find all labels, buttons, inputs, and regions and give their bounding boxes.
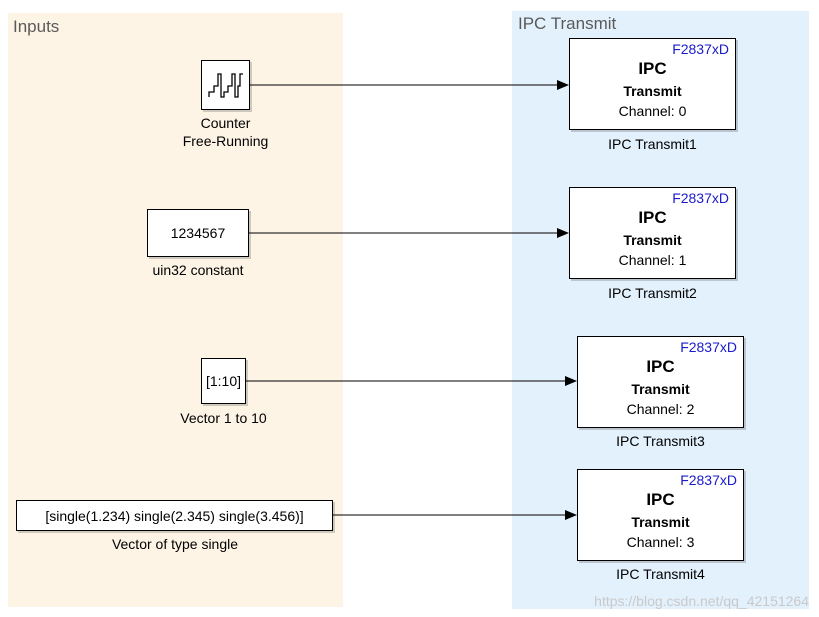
ipc-transmit1-channel: Channel: 0 xyxy=(618,103,687,119)
ipc-transmit4-block[interactable]: F2837xD IPC Transmit Channel: 3 xyxy=(577,469,744,561)
ipc-transmit4-channel: Channel: 3 xyxy=(626,534,695,550)
inputs-area-title: Inputs xyxy=(13,17,60,36)
ipc-transmit2-title: IPC xyxy=(638,208,667,227)
ipc-transmit2-target: F2837xD xyxy=(672,190,729,206)
ipc-transmit1-title: IPC xyxy=(638,59,667,78)
vector-single-block[interactable]: [single(1.234) single(2.345) single(3.45… xyxy=(16,500,333,531)
staircase-counter-icon xyxy=(208,73,243,98)
ipc-transmit3-caption: IPC Transmit3 xyxy=(616,433,705,449)
uint32-constant-block[interactable]: 1234567 xyxy=(147,209,249,257)
vector-single-value: [single(1.234) single(2.345) single(3.45… xyxy=(45,507,304,524)
counter-caption-line2: Free-Running xyxy=(182,133,269,149)
ipc-transmit1-block[interactable]: F2837xD IPC Transmit Channel: 0 xyxy=(569,38,736,130)
ipc-transmit2-caption: IPC Transmit2 xyxy=(608,285,697,301)
vector-1-to-10-block[interactable]: [1:10] xyxy=(201,358,246,404)
ipc-transmit-area-title: IPC Transmit xyxy=(518,14,617,33)
ipc-transmit3-target: F2837xD xyxy=(680,339,737,355)
vector-single-caption: Vector of type single xyxy=(111,536,239,552)
ipc-transmit1-target: F2837xD xyxy=(672,41,729,57)
watermark-text: https://blog.csdn.net/qq_42151264 xyxy=(594,593,809,609)
ipc-transmit2-channel: Channel: 1 xyxy=(618,252,687,268)
vector-1-to-10-caption: Vector 1 to 10 xyxy=(180,410,267,426)
vector-1-to-10-value: [1:10] xyxy=(205,373,242,389)
ipc-transmit4-subtitle: Transmit xyxy=(631,514,690,530)
ipc-transmit3-title: IPC xyxy=(646,357,675,376)
ipc-transmit3-channel: Channel: 2 xyxy=(626,401,695,417)
ipc-transmit1-subtitle: Transmit xyxy=(623,83,682,99)
ipc-transmit2-subtitle: Transmit xyxy=(623,232,682,248)
uint32-constant-caption: uin32 constant xyxy=(152,262,244,278)
ipc-transmit4-title: IPC xyxy=(646,490,675,509)
counter-free-running-block[interactable] xyxy=(201,60,250,110)
counter-caption: Counter Free-Running xyxy=(165,114,286,150)
ipc-transmit4-caption: IPC Transmit4 xyxy=(616,566,705,582)
ipc-transmit3-subtitle: Transmit xyxy=(631,381,690,397)
ipc-transmit3-block[interactable]: F2837xD IPC Transmit Channel: 2 xyxy=(577,336,744,428)
ipc-transmit2-block[interactable]: F2837xD IPC Transmit Channel: 1 xyxy=(569,187,736,279)
ipc-transmit4-target: F2837xD xyxy=(680,472,737,488)
uint32-constant-value: 1234567 xyxy=(170,225,226,241)
counter-caption-line1: Counter xyxy=(200,115,251,131)
ipc-transmit1-caption: IPC Transmit1 xyxy=(608,136,697,152)
